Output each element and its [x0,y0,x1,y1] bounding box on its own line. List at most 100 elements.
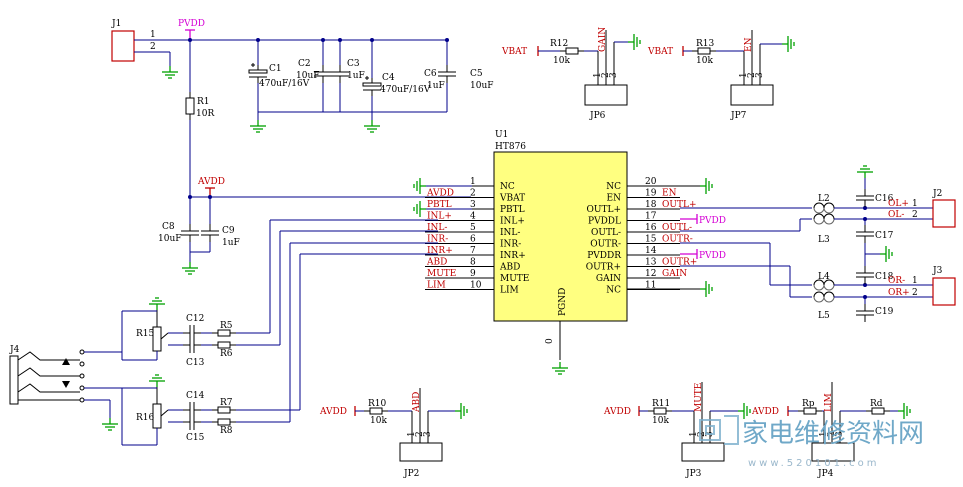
r8-ref: R8 [220,426,233,436]
c16-ref: C16 [875,194,894,204]
ic-right-pin-number: 20 [645,177,657,187]
rd-ref: Rd [870,399,883,409]
c8-ref: C8 [162,222,175,232]
watermark-logo-icon [699,415,739,445]
c17-ref: C17 [875,231,894,241]
ic-right-pin-name: PVDDL [588,217,621,227]
or-minus-label: OR- [888,276,905,286]
vbat-label-jp6: VBAT [501,47,527,57]
avdd-label-jp4: AVDD [751,407,779,417]
ic-left-pin-name: PBTL [500,205,525,215]
jp7-ref: JP7 [730,111,747,121]
j1-connector [111,30,135,62]
c8-value: 10uF [158,234,182,244]
j4-audio-jack [9,355,19,405]
jp2-pin1: 1 [407,431,417,437]
ic-left-pin-name: INR- [500,240,521,250]
pvdd-label-14: PVDD [699,251,726,261]
c2-value: 10uF [296,71,320,81]
ol-minus-label: OL- [888,210,904,220]
pgnd-net-label: 0 [545,338,555,344]
ic-right-net-label: OUTL+ [662,200,696,210]
ic-left-pin-number: 3 [470,200,476,210]
j3-pin1: 1 [912,276,918,286]
c4-value: 470uF/16V [380,85,431,95]
jp7-pin3: 3 [755,72,765,78]
avdd-label-node: AVDD [197,177,225,187]
ic-right-pin-name: OUTL+ [587,205,621,215]
ic-left-pin-name: MUTE [500,274,529,284]
ic-left-pin-name: INL+ [500,217,525,227]
ic-right-net-label: OUTR- [662,235,693,245]
c12-ref: C12 [186,314,204,324]
ic-right-net-label: OUTR+ [662,258,697,268]
l3-ref: L3 [818,235,830,245]
watermark-text: 家电维修资料网 [742,419,924,449]
jp3-header [681,442,725,462]
r1-ref: R1 [197,97,210,107]
u1-ref: U1 [495,130,508,140]
ic-right-pin-number: 18 [645,200,657,210]
r15-ref: R15 [136,329,155,339]
j2-pin1: 1 [912,199,918,209]
ic-left-pin-name: VBAT [499,194,525,204]
jp6-ref: JP6 [589,111,606,121]
ic-left-net-label: AVDD [426,189,454,199]
ol-plus-label: OL+ [888,199,909,209]
c9-value: 1uF [222,238,240,248]
ic-right-pin-number: 19 [645,189,657,199]
ic-left-pin-name: LIM [500,286,519,296]
jp4-pin3: 3 [835,431,845,437]
en-net-label: EN [744,37,754,52]
ic-right-net-label: OUTL- [662,223,692,233]
c5-value: 10uF [470,81,494,91]
c13-ref: C13 [186,358,205,368]
jp2-header [399,442,443,462]
r6-ref: R6 [220,349,233,359]
ic-right-pin-name: PVDDR [587,251,621,261]
avdd-label-jp3: AVDD [603,407,631,417]
jp3-pin2: 2 [697,431,707,437]
r16-ref: R16 [136,413,155,423]
j2-connector [932,199,956,228]
jp6-pin2: 2 [601,72,611,78]
jp6-pin1: 1 [593,72,603,78]
ic-left-net-label: MUTE [427,269,456,279]
ic-left-pin-number: 10 [470,281,482,291]
r10-value: 10k [370,416,387,426]
ic-left-pin-number: 9 [470,269,476,279]
lim-net-label: LIM [824,393,834,412]
ic-left-net-label: INL+ [427,212,452,222]
jp4-ref: JP4 [817,469,834,479]
ic-right-pin-number: 12 [645,269,656,279]
mute-net-label: MUTE [694,383,704,412]
c9-ref: C9 [222,226,235,236]
ic-left-net-label: PBTL [427,200,452,210]
c2-ref: C2 [298,59,311,69]
ic-left-pin-number: 5 [470,223,476,233]
ic-left-net-label: INL- [427,223,447,233]
r10-ref: R10 [368,399,387,409]
r12-ref: R12 [550,39,568,49]
j2-pin2: 2 [912,210,918,220]
pvdd-label-top: PVDD [178,19,205,29]
u1-part: HT876 [495,142,526,152]
r7-ref: R7 [220,398,233,408]
ic-right-pin-number: 14 [645,246,657,256]
j1-pin1-label: 1 [150,30,156,40]
c15-ref: C15 [186,433,205,443]
c1-ref: C1 [269,64,282,74]
ic-right-pin-name: OUTR+ [586,263,621,273]
ic-right-pin-number: 13 [645,258,657,268]
ic-left-pin-name: NC [500,182,515,192]
jp7-pin1: 1 [739,72,749,78]
ic-left-pin-number: 2 [470,189,476,199]
ic-left-pin-number: 8 [470,258,476,268]
pgnd-pin-label: PGND [558,288,568,316]
c6-ref: C6 [424,69,437,79]
ic-right-pin-name: EN [607,194,622,204]
ic-right-pin-name: NC [606,286,621,296]
j3-ref: J3 [932,266,943,276]
abd-net-label: ABD [412,392,422,413]
